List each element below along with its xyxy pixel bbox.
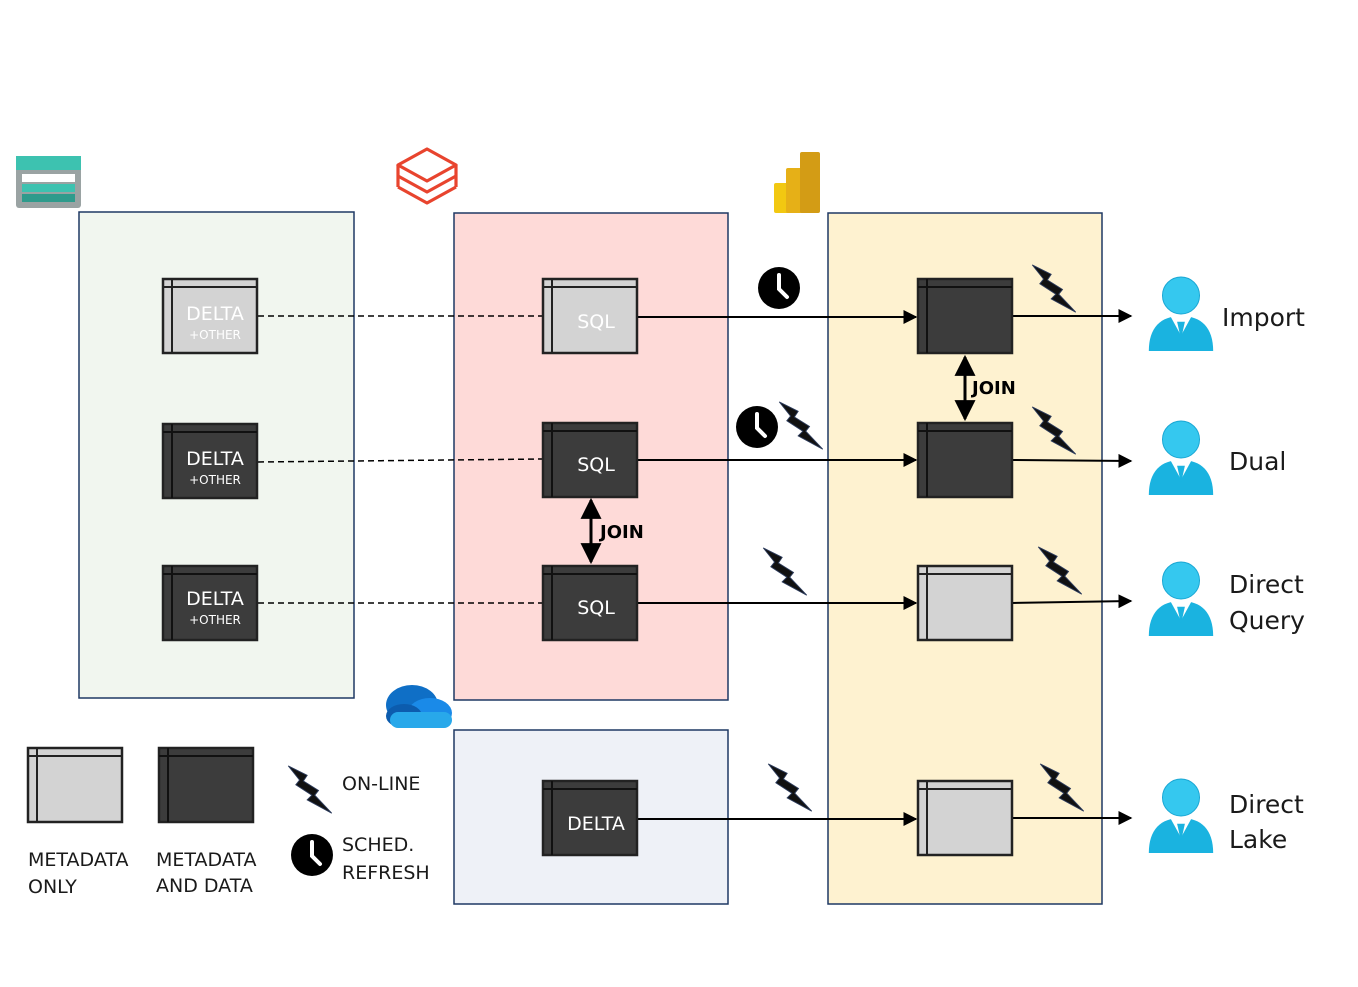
user-icon	[1148, 778, 1214, 854]
online-bolt-icon	[778, 401, 824, 450]
svg-text:DELTA: DELTA	[186, 588, 244, 610]
legend-online-bolt-icon	[287, 765, 333, 814]
legend-sched-label-1: SCHED.	[342, 834, 414, 856]
model-table-import	[916, 277, 1014, 355]
online-bolt-icon	[767, 763, 813, 812]
source-table-2: DELTA +OTHER	[161, 422, 259, 500]
svg-text:+OTHER: +OTHER	[189, 613, 241, 627]
onedrive-cloud-icon	[386, 685, 452, 728]
legend-metadata-data-swatch	[157, 746, 255, 824]
legend-metadata-only-swatch	[26, 746, 124, 824]
svg-text:SQL: SQL	[577, 311, 615, 333]
mode-label-directlake-2: Lake	[1229, 825, 1287, 854]
sql-table-3: SQL	[541, 564, 639, 642]
legend-clock-icon	[290, 833, 334, 877]
user-icon	[1148, 420, 1214, 496]
user-icon	[1148, 561, 1214, 637]
legend-sched-label-2: REFRESH	[342, 862, 430, 884]
storage-account-icon	[16, 156, 81, 208]
user-icon	[1148, 276, 1214, 352]
legend-metadata-data-label-1: METADATA	[156, 849, 256, 871]
model-table-directquery	[916, 564, 1014, 642]
onelake-delta-table: DELTA	[541, 779, 639, 857]
source-table-1: DELTA +OTHER	[161, 277, 259, 355]
legend-metadata-data-label-2: AND DATA	[156, 875, 253, 897]
model-table-dual	[916, 421, 1014, 499]
legend-metadata-only-label-2: ONLY	[28, 876, 77, 898]
svg-text:+OTHER: +OTHER	[189, 328, 241, 342]
source-table-3: DELTA +OTHER	[161, 564, 259, 642]
mode-label-directquery-2: Query	[1229, 606, 1305, 635]
mode-label-directquery-1: Direct	[1229, 570, 1304, 599]
databricks-logo-icon	[396, 147, 458, 205]
engine-join-label: JOIN	[598, 522, 644, 543]
legend-online-label: ON-LINE	[342, 773, 420, 795]
model-table-directlake	[916, 779, 1014, 857]
legend-metadata-only-label-1: METADATA	[28, 849, 128, 871]
svg-text:DELTA: DELTA	[186, 303, 244, 325]
svg-text:SQL: SQL	[577, 597, 615, 619]
dashed-links	[257, 315, 543, 604]
flow-arrows	[638, 309, 1133, 826]
mode-label-dual: Dual	[1229, 447, 1286, 476]
mode-label-import: Import	[1222, 303, 1305, 332]
sql-table-1: SQL	[541, 277, 639, 355]
sql-table-2: SQL	[541, 421, 639, 499]
svg-text:DELTA: DELTA	[567, 813, 625, 835]
sched-refresh-clock-icon	[757, 266, 801, 310]
svg-text:+OTHER: +OTHER	[189, 473, 241, 487]
sched-refresh-clock-icon	[735, 405, 779, 449]
svg-text:SQL: SQL	[577, 454, 615, 476]
mode-label-directlake-1: Direct	[1229, 790, 1304, 819]
svg-text:DELTA: DELTA	[186, 448, 244, 470]
powerbi-logo-icon	[774, 152, 820, 213]
model-join-label: JOIN	[970, 378, 1016, 399]
online-bolt-icon	[762, 547, 808, 596]
